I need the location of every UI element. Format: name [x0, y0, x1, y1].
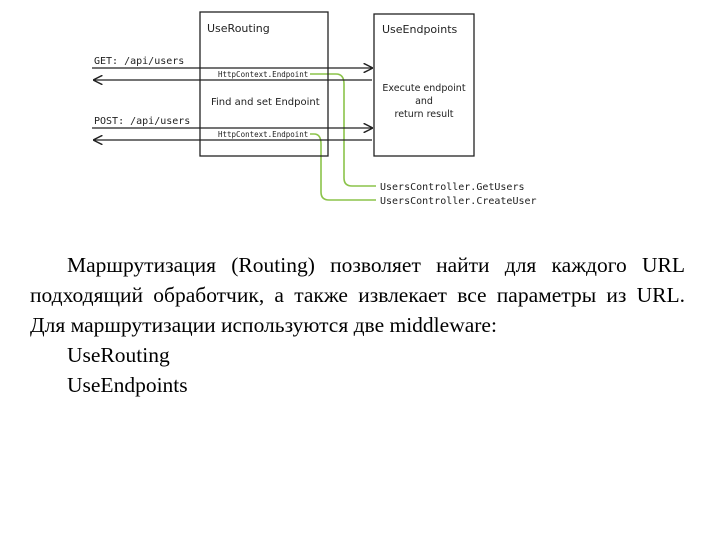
post-endpoint-label: HttpContext.Endpoint: [218, 130, 308, 139]
get-request-label: GET: /api/users: [94, 56, 184, 67]
connector-line-post: [300, 133, 376, 201]
middleware-item-use-endpoints: UseEndpoints: [67, 373, 188, 397]
description-paragraph: Маршрутизация (Routing) позволяет найти …: [30, 253, 685, 337]
get-endpoint-label: HttpContext.Endpoint: [218, 70, 308, 79]
post-request-label: POST: /api/users: [94, 116, 190, 127]
use-endpoints-box: [373, 13, 475, 157]
use-endpoints-caption-1: Execute endpoint: [382, 83, 465, 94]
post-endpoint-label-bg: [214, 129, 310, 139]
use-routing-caption: Find and set Endpoint: [211, 97, 320, 108]
get-endpoint-label-bg: [214, 69, 310, 79]
use-routing-title: UseRouting: [207, 22, 270, 35]
routing-diagram: UseRouting Find and set Endpoint UseEndp…: [92, 11, 537, 207]
body-text: Маршрутизация (Routing) позволяет найти …: [30, 250, 685, 400]
use-routing-box: [199, 11, 329, 157]
middleware-item-use-routing: UseRouting: [67, 343, 170, 367]
use-endpoints-title: UseEndpoints: [382, 23, 458, 36]
use-endpoints-caption-3: return result: [395, 109, 454, 120]
use-endpoints-caption-2: and: [415, 96, 433, 107]
connector-line-get: [300, 73, 376, 187]
handler-create-user: UsersController.CreateUser: [380, 196, 537, 207]
handler-get-users: UsersController.GetUsers: [380, 182, 525, 193]
